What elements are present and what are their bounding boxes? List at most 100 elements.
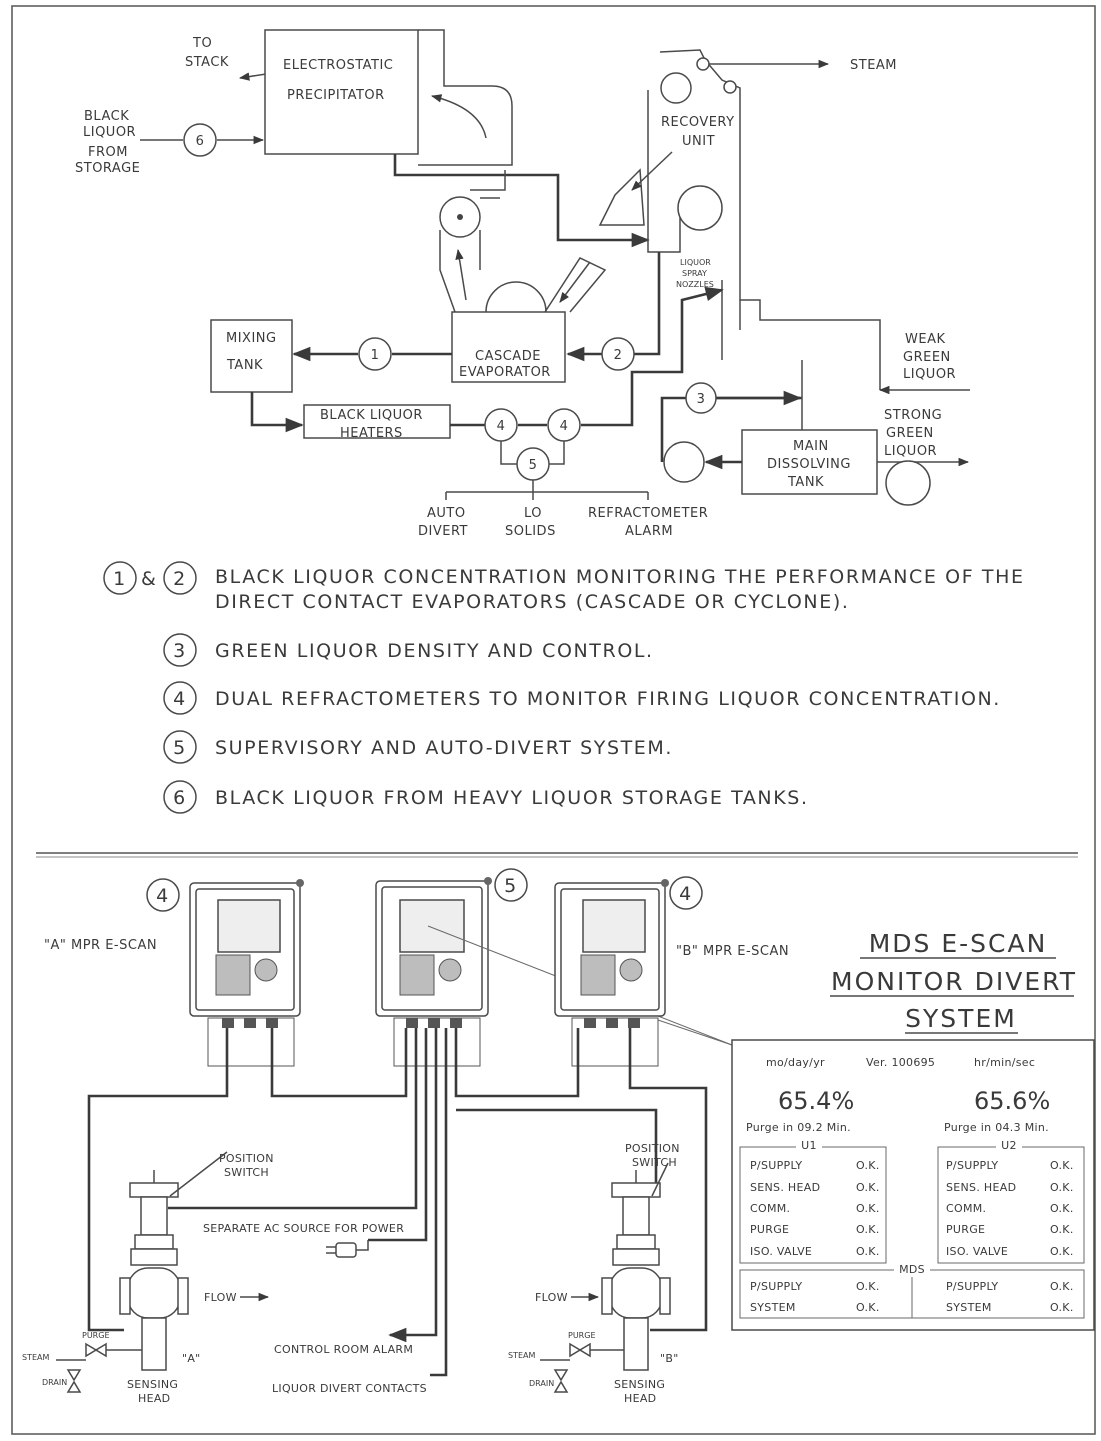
marker-6-number: 6 (196, 134, 205, 149)
u2-row-1-status: O.K. (1050, 1159, 1074, 1172)
precipitator-label-2: PRECIPITATOR (287, 88, 385, 103)
legend-number-2: 2 (173, 568, 187, 590)
unit-a-to-mds-wiring (270, 1028, 408, 1098)
flow-a-label: FLOW (204, 1291, 237, 1304)
unit-a-label: "A" MPR E-SCAN (44, 938, 157, 953)
recovery-lower-drum (677, 185, 723, 231)
position-switch-a-leader (169, 1151, 228, 1197)
liquor-divert-contacts-label: LIQUOR DIVERT CONTACTS (272, 1382, 427, 1395)
mds-row-1-left: P/SUPPLY (750, 1280, 802, 1293)
cascade-dome (485, 281, 547, 313)
strong-green-label-2: GREEN (886, 426, 934, 441)
flow-b-label: FLOW (535, 1291, 568, 1304)
recovery-drum-right (723, 80, 737, 94)
mds-screen (399, 899, 465, 953)
legend: 1 & 2 BLACK LIQUOR CONCENTRATION MONITOR… (103, 561, 1025, 814)
valve-b-actuator-body (622, 1196, 650, 1236)
valve-a-outlet-flange (177, 1277, 189, 1315)
marker-5-outputs (445, 480, 649, 500)
u1-row-1-status: O.K. (856, 1159, 880, 1172)
mds-to-position-switch-a (168, 1028, 418, 1210)
recovery-unit-label-2: UNIT (682, 134, 715, 149)
u2-row-1-name: P/SUPPLY (946, 1159, 998, 1172)
process-flow-diagram: TO STACK ELECTROSTATIC PRECIPITATOR BLAC… (75, 29, 970, 539)
legend-number-6: 6 (173, 787, 187, 809)
legend-number-4: 4 (173, 688, 187, 710)
unit-b-display-leader (657, 1019, 733, 1046)
position-switch-a-label-1: POSITION (219, 1152, 274, 1165)
mds-row-2-right-status: O.K. (1050, 1301, 1074, 1314)
recovery-unit-wall (647, 90, 681, 253)
unit-b-dial (619, 958, 643, 982)
strong-green-label-3: LIQUOR (884, 444, 937, 459)
strong-green-label-1: STRONG (884, 408, 942, 423)
precipitator-to-recovery-line (393, 154, 650, 248)
legend-circle-4 (163, 681, 197, 715)
mds-row-1-right: P/SUPPLY (946, 1280, 998, 1293)
valve-a-tag: "A" (182, 1352, 201, 1365)
legend-item-1-2-line1: BLACK LIQUOR CONCENTRATION MONITORING TH… (215, 566, 1025, 588)
sensing-head-a-label-1: SENSING (127, 1378, 178, 1391)
unit-b-gland-1 (584, 1018, 596, 1028)
position-switch-b-label-2: SWITCH (632, 1156, 677, 1169)
legend-number-3: 3 (173, 640, 187, 662)
legend-circle-2 (163, 561, 197, 595)
liquor-spray-label-3: NOZZLES (676, 280, 714, 289)
purge-a-label: PURGE (82, 1331, 110, 1340)
display-u2-purge: Purge in 04.3 Min. (944, 1121, 1049, 1134)
valve-b-tag: "B" (660, 1352, 679, 1365)
mds-display-detail: mo/day/yr Ver. 100695 hr/min/sec 65.4% 6… (731, 1039, 1095, 1331)
mds-to-position-switch-b (456, 1108, 658, 1196)
separate-ac-label: SEPARATE AC SOURCE FOR POWER (203, 1222, 404, 1235)
to-stack-label-1: TO (192, 36, 212, 51)
legend-ampersand: & (141, 568, 157, 590)
recovery-unit-label-1: RECOVERY (661, 115, 735, 130)
system-title-line-2: MONITOR DIVERT (831, 967, 1077, 996)
u1-row-3-status: O.K. (856, 1202, 880, 1215)
legend-circle-1 (103, 561, 137, 595)
mds-unit: 5 (375, 868, 733, 1067)
legend-item-3: GREEN LIQUOR DENSITY AND CONTROL. (215, 640, 654, 662)
weak-green-label-2: GREEN (903, 350, 951, 365)
sensing-head-a-label-2: HEAD (138, 1392, 170, 1405)
unit-a-callout-circle (146, 878, 180, 912)
mds-gland-1 (406, 1018, 418, 1028)
cascade-top-duct (470, 170, 506, 199)
dissolving-tank-label-1: MAIN (793, 439, 829, 454)
display-u2-title-bg (996, 1139, 1022, 1153)
cascade-up-arrow (455, 248, 467, 301)
unit-a-dial (254, 958, 278, 982)
system-title-line-3: SYSTEM (905, 1004, 1017, 1033)
mixing-tank-box (210, 319, 293, 393)
page-border (11, 5, 1096, 1435)
unit-b-wiring-right (628, 1028, 708, 1332)
dissolving-feed (739, 300, 803, 430)
position-switch-b-leader (651, 1162, 669, 1197)
u1-row-3-name: COMM. (750, 1202, 790, 1215)
cascade-label-1: CASCADE (475, 349, 541, 364)
recovery-flow-arrow (631, 151, 673, 191)
cascade-wheel-hub (457, 214, 463, 220)
drain-a-label: DRAIN (42, 1378, 67, 1387)
ac-plug-body (335, 1242, 357, 1258)
u2-row-5-status: O.K. (1050, 1245, 1074, 1258)
refractometer-alarm-label-2: ALARM (625, 524, 673, 539)
display-mds-title-bg (894, 1263, 930, 1277)
valve-assembly-b: POSITION SWITCH FLOW PURGE STEAM DRAIN S… (508, 1142, 679, 1405)
u2-row-2-status: O.K. (1050, 1181, 1074, 1194)
u2-row-4-name: PURGE (946, 1223, 985, 1236)
unit-b-keypad (580, 954, 616, 996)
unit-b-callout-circle (669, 876, 703, 910)
unit-a-corner-screw (296, 879, 304, 887)
legend-circle-6 (163, 780, 197, 814)
ac-plug-cord (356, 1240, 369, 1251)
valve-a-flange (130, 1248, 178, 1266)
mixing-tank-label-2: TANK (226, 358, 263, 373)
valve-b-bonnet (616, 1234, 656, 1250)
black-liquor-heaters-box (303, 404, 451, 439)
mds-gland-2 (428, 1018, 440, 1028)
display-date-label: mo/day/yr (766, 1056, 825, 1069)
cascade-outlet-duct (544, 257, 607, 313)
display-u1-title: U1 (801, 1139, 817, 1152)
